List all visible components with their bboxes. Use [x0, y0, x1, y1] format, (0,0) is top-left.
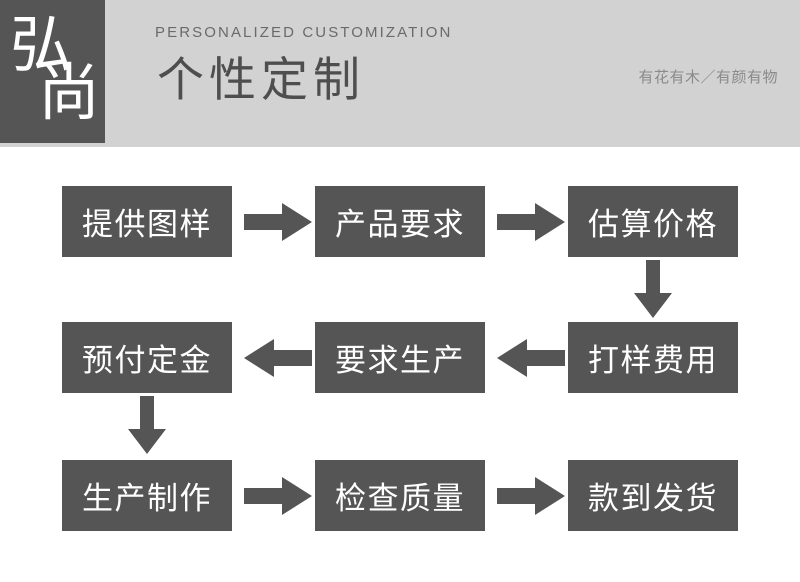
arrow-right-icon: [497, 202, 565, 242]
flow-node-production: 生产制作: [62, 460, 232, 531]
flow-node-quality-check: 检查质量: [315, 460, 485, 531]
flow-node-product-requirement: 产品要求: [315, 186, 485, 257]
flow-node-sampling-fee: 打样费用: [568, 322, 738, 393]
arrow-right-icon: [497, 476, 565, 516]
header-eyebrow: PERSONALIZED CUSTOMIZATION: [155, 24, 453, 41]
flow-node-provide-drawing: 提供图样: [62, 186, 232, 257]
flow-node-estimate-price: 估算价格: [568, 186, 738, 257]
page-title: 个性定制: [157, 53, 365, 108]
brand-logo: 弘 尚: [0, 0, 105, 143]
arrow-left-icon: [497, 338, 565, 378]
arrow-down-icon: [633, 260, 673, 318]
flow-node-request-production: 要求生产: [315, 322, 485, 393]
logo-char-bottom: 尚: [38, 56, 101, 129]
flow-node-ship-on-payment: 款到发货: [568, 460, 738, 531]
logo-char-top: 弘: [10, 8, 73, 81]
flow-node-prepay-deposit: 预付定金: [62, 322, 232, 393]
process-flow-diagram: 提供图样 产品要求 估算价格 预付定金 要求生产 打样费用 生产: [0, 147, 800, 582]
arrow-right-icon: [244, 476, 312, 516]
page-header: 弘 尚 PERSONALIZED CUSTOMIZATION 个性定制 有花有木…: [0, 0, 800, 147]
arrow-right-icon: [244, 202, 312, 242]
arrow-down-icon: [127, 396, 167, 454]
header-tagline: 有花有木／有颜有物: [638, 68, 778, 86]
arrow-left-icon: [244, 338, 312, 378]
